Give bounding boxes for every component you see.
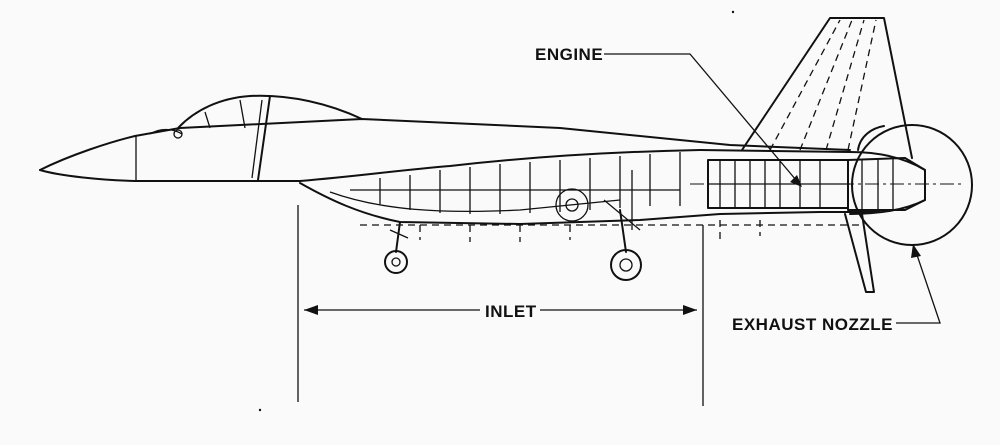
nose-landing-gear	[384, 221, 409, 274]
exhaust-leader	[896, 244, 941, 324]
exhaust-nozzle-label: EXHAUST NOZZLE	[732, 315, 893, 334]
engine-label: ENGINE	[535, 45, 604, 64]
engine-leader	[604, 53, 802, 187]
fuselage-outline	[39, 94, 926, 225]
ventral-fin	[844, 213, 875, 293]
vertical-tail	[741, 17, 913, 159]
inlet-dimension	[297, 205, 704, 406]
main-landing-gear	[603, 199, 642, 281]
internal-frames	[350, 152, 681, 230]
inlet-label: INLET	[482, 303, 540, 320]
exhaust-nozzle-shape	[847, 124, 973, 246]
engine-body	[690, 159, 965, 209]
